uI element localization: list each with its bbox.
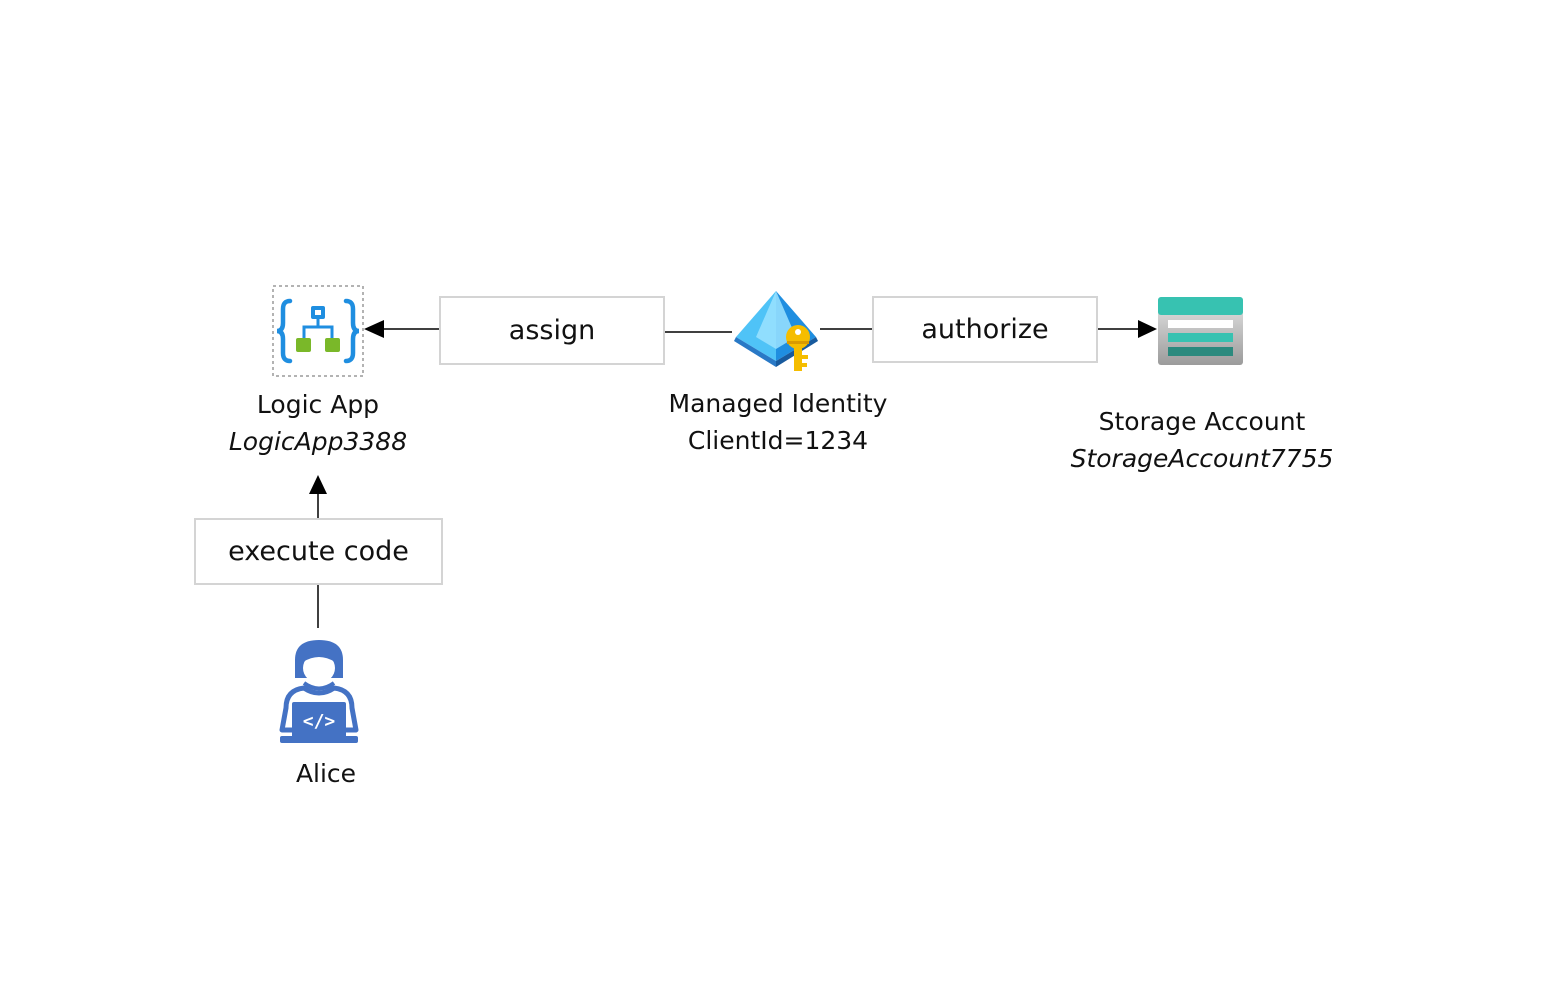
managed-identity-type-label: Managed Identity xyxy=(668,389,888,418)
managed-identity-label: Managed Identity ClientId=1234 xyxy=(648,385,908,459)
user-name: Alice xyxy=(295,759,357,788)
storage-account-instance-name: StorageAccount7755 xyxy=(1070,444,1334,473)
managed-identity-detail: ClientId=1234 xyxy=(687,426,869,455)
user-label: Alice xyxy=(246,755,406,792)
storage-account-label: Storage Account StorageAccount7755 xyxy=(1052,403,1352,477)
storage-account-icon xyxy=(1157,296,1244,366)
edge-label-authorize: authorize xyxy=(872,296,1098,363)
edge-label-assign-text: assign xyxy=(508,315,596,346)
storage-account-type-label: Storage Account xyxy=(1098,407,1306,436)
logic-app-instance-name: LogicApp3388 xyxy=(228,427,408,456)
edge-label-assign: assign xyxy=(439,296,665,365)
managed-identity-icon xyxy=(732,289,824,377)
arrowhead-logic-app xyxy=(364,320,384,338)
edge-label-execute-code: execute code xyxy=(194,518,443,585)
arrowhead-logic-app-up xyxy=(309,475,327,494)
svg-text:</>: </> xyxy=(303,711,336,732)
developer-user-icon: </> xyxy=(278,638,360,746)
logic-app-label: Logic App LogicApp3388 xyxy=(218,386,418,460)
arrowhead-storage xyxy=(1138,320,1157,338)
logic-app-icon xyxy=(272,285,364,377)
edge-label-execute-code-text: execute code xyxy=(228,536,409,567)
edge-label-authorize-text: authorize xyxy=(921,314,1049,345)
logic-app-type-label: Logic App xyxy=(256,390,380,419)
